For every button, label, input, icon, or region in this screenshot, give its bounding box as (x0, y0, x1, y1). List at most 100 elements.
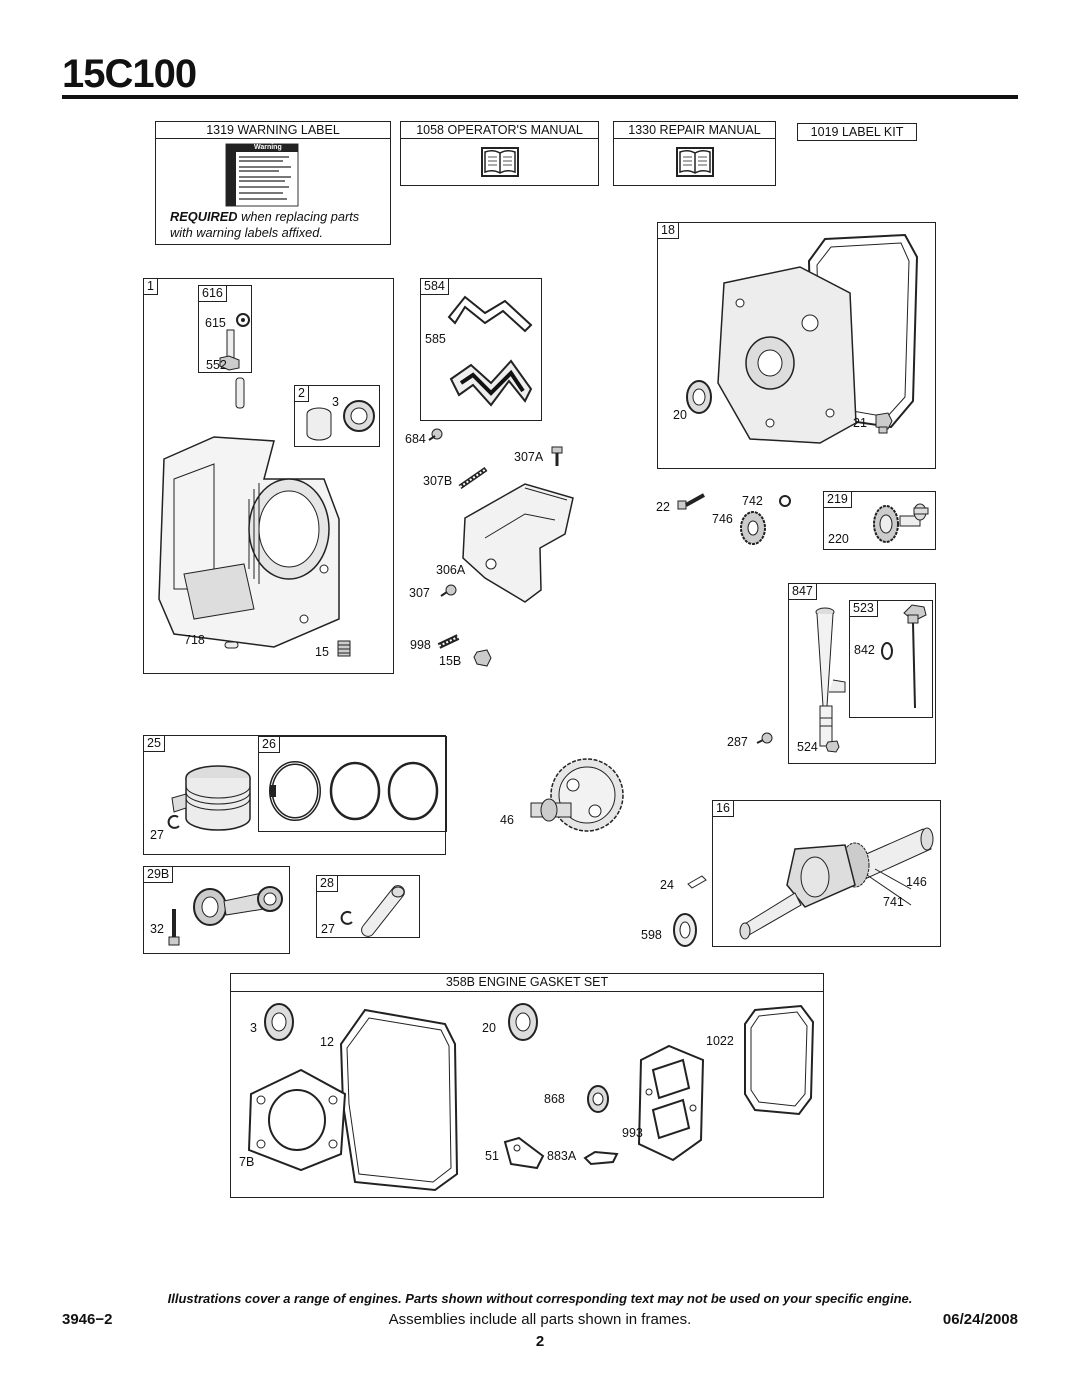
part-number: 746 (712, 512, 733, 526)
part-number: 616 (198, 285, 227, 302)
piston-icon (171, 765, 251, 831)
oil-seal-icon (686, 380, 712, 414)
piston-frame: 25 27 26 (143, 735, 447, 855)
piston-pin-frame: 28 27 (316, 875, 420, 938)
part-number: 3 (332, 395, 339, 409)
decal-heading: Warning (254, 144, 282, 151)
frame-number: 1 (143, 278, 158, 295)
intake-gasket-icon (637, 1044, 705, 1162)
label-kit-title: 1019 LABEL KIT (810, 125, 904, 139)
part-number: 24 (660, 878, 674, 892)
warning-note-line1: REQUIRED when replacing parts (170, 209, 360, 224)
bushing-icon (306, 400, 375, 441)
screw-icon (458, 466, 488, 490)
part-number: 20 (482, 1021, 496, 1035)
rings-frame: 26 (258, 736, 447, 832)
frame-number: 219 (823, 491, 852, 508)
date: 06/24/2008 (942, 1311, 1018, 1328)
cover-gasket-icon (339, 1008, 459, 1192)
pin-icon (219, 329, 240, 371)
page-title: 15C100 (62, 52, 197, 96)
part-number: 993 (622, 1126, 643, 1140)
screw-icon (756, 732, 773, 744)
part-number: 307B (423, 474, 453, 488)
crankcase-cover-icon (717, 266, 857, 444)
frame-number: 2 (294, 385, 309, 402)
frame-number: 28 (316, 875, 338, 892)
screw-icon (440, 584, 457, 597)
breather-gasket-icon (447, 295, 533, 333)
cylinder-block-illustration (158, 436, 340, 648)
retainer-clip-icon (340, 910, 353, 925)
part-number: 615 (205, 316, 226, 330)
gasket-icon (503, 1136, 545, 1170)
part-number: 220 (828, 532, 849, 546)
clip-icon (779, 495, 791, 507)
bolt-icon (677, 493, 705, 510)
assemblies-note: Assemblies include all parts shown in fr… (388, 1311, 692, 1328)
frame-number: 847 (788, 583, 817, 600)
part-number: 598 (641, 928, 662, 942)
washer-icon (673, 913, 697, 947)
frame-number: 29B (143, 866, 174, 883)
bolt-icon (168, 909, 180, 946)
crankshaft-frame: 16 146 741 (712, 800, 941, 947)
part-number: 46 (500, 813, 514, 827)
gasket-set-frame: 358B ENGINE GASKET SET 3 12 7B 20 868 51… (230, 973, 824, 1198)
frame-number: 584 (420, 278, 449, 295)
part-number: 523 (849, 600, 878, 617)
key-icon (687, 875, 707, 889)
connecting-rod-frame: 29B 32 (143, 866, 290, 954)
seal-icon (264, 1003, 294, 1041)
part-number: 20 (673, 408, 687, 422)
dowel-icon (224, 641, 239, 649)
warning-label-frame: 1319 WARNING LABEL Warning REQUIRED when… (155, 121, 391, 245)
nut-icon (825, 740, 840, 753)
breather-frame: 584 585 (420, 278, 542, 421)
part-number: 51 (485, 1149, 499, 1163)
subframe-616: 616 615 (198, 285, 252, 373)
part-number: 842 (854, 643, 875, 657)
frame-number: 18 (657, 222, 679, 239)
frame-number: 16 (712, 800, 734, 817)
part-number: 32 (150, 922, 164, 936)
retainer-clip-icon (167, 814, 180, 829)
connecting-rod-icon (193, 886, 283, 926)
part-number: 146 (906, 875, 927, 889)
crankcase-cover-frame: 18 12 20 21 (657, 222, 936, 469)
part-number: 12 (320, 1035, 334, 1049)
page-number: 2 (535, 1333, 545, 1350)
dowel-icon (235, 377, 245, 409)
bushing-frame: 2 3 (294, 385, 380, 447)
part-number: 585 (425, 332, 446, 346)
book-icon (481, 147, 519, 177)
part-number: 287 (727, 735, 748, 749)
doc-number: 3946−2 (62, 1311, 113, 1328)
title-rule (62, 95, 1018, 99)
part-number: 15B (439, 654, 462, 668)
part-number: 741 (883, 895, 904, 909)
warning-label-title: 1319 WARNING LABEL (156, 122, 390, 139)
frame-number: 25 (143, 735, 165, 752)
breather-plate-icon (449, 359, 533, 407)
part-number: 718 (184, 633, 205, 647)
part-number: 27 (321, 922, 335, 936)
gasket-set-title: 358B ENGINE GASKET SET (231, 974, 823, 992)
o-ring-icon (881, 642, 893, 660)
screw-icon (428, 428, 443, 441)
screw-icon (551, 446, 563, 466)
part-number: 27 (150, 828, 164, 842)
part-number: 306A (436, 563, 466, 577)
part-number: 684 (405, 432, 426, 446)
dipstick-frame: 847 523 842 524 (788, 583, 936, 764)
footer-note: Illustrations cover a range of engines. … (167, 1291, 913, 1306)
head-gasket-icon (247, 1068, 347, 1172)
part-number: 883A (547, 1149, 577, 1163)
warning-note-line2: with warning labels affixed. (170, 225, 323, 240)
gasket-icon (583, 1150, 619, 1166)
operators-manual-title: 1058 OPERATOR'S MANUAL (401, 122, 598, 139)
dipstick-icon (903, 604, 927, 709)
part-number: 3 (250, 1021, 257, 1035)
piston-rings-icon (269, 761, 439, 821)
part-number: 742 (742, 494, 763, 508)
